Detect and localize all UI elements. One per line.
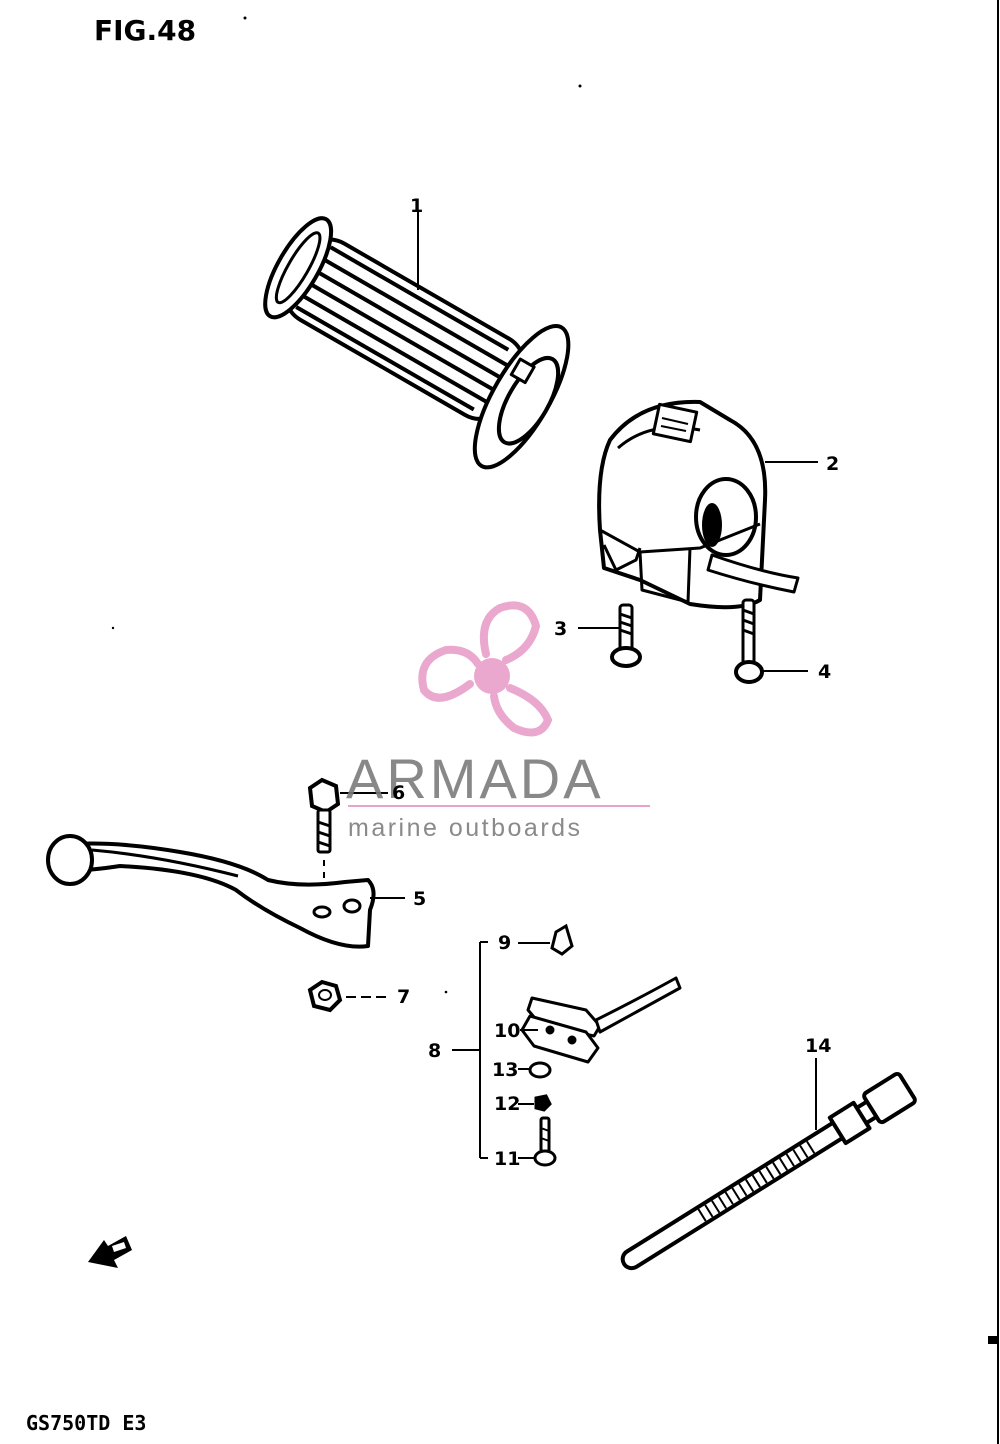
switch-housing-part (597, 399, 818, 610)
long-screw-part (734, 598, 808, 684)
cable-tie-part (620, 1058, 917, 1271)
callout-11: 11 (494, 1148, 521, 1170)
short-screw-part (578, 603, 642, 668)
switch-assembly-part (520, 976, 682, 1064)
callout-9: 9 (498, 932, 512, 954)
callout-8: 8 (428, 1040, 442, 1062)
watermark-brand-name: ARMADA (346, 747, 604, 810)
tiny-screw-part (518, 1116, 557, 1167)
armada-logo-icon (418, 601, 553, 737)
switch-assembly-bracket (452, 941, 488, 1159)
clutch-lever-part (46, 834, 405, 949)
callout-13: 13 (492, 1059, 519, 1081)
grip-part (263, 216, 571, 470)
callout-1: 1 (410, 195, 424, 217)
watermark-tagline: marine outboards (348, 814, 583, 842)
plug-part (518, 923, 574, 956)
callout-7: 7 (397, 986, 411, 1008)
callout-2: 2 (826, 453, 840, 475)
callout-6: 6 (392, 782, 406, 804)
pivot-bolt-part (307, 777, 388, 905)
nut-part (307, 979, 390, 1013)
direction-arrow-icon (88, 1236, 132, 1268)
callout-10: 10 (494, 1020, 521, 1042)
callout-5: 5 (413, 888, 427, 910)
washer-part (518, 1061, 552, 1079)
callout-12: 12 (494, 1093, 521, 1115)
model-code: GS750TD E3 (26, 1411, 147, 1435)
callout-3: 3 (554, 618, 568, 640)
callout-14: 14 (805, 1035, 832, 1057)
small-nut-part (518, 1094, 552, 1112)
figure-title: FIG.48 (94, 14, 197, 47)
callout-4: 4 (818, 661, 832, 683)
